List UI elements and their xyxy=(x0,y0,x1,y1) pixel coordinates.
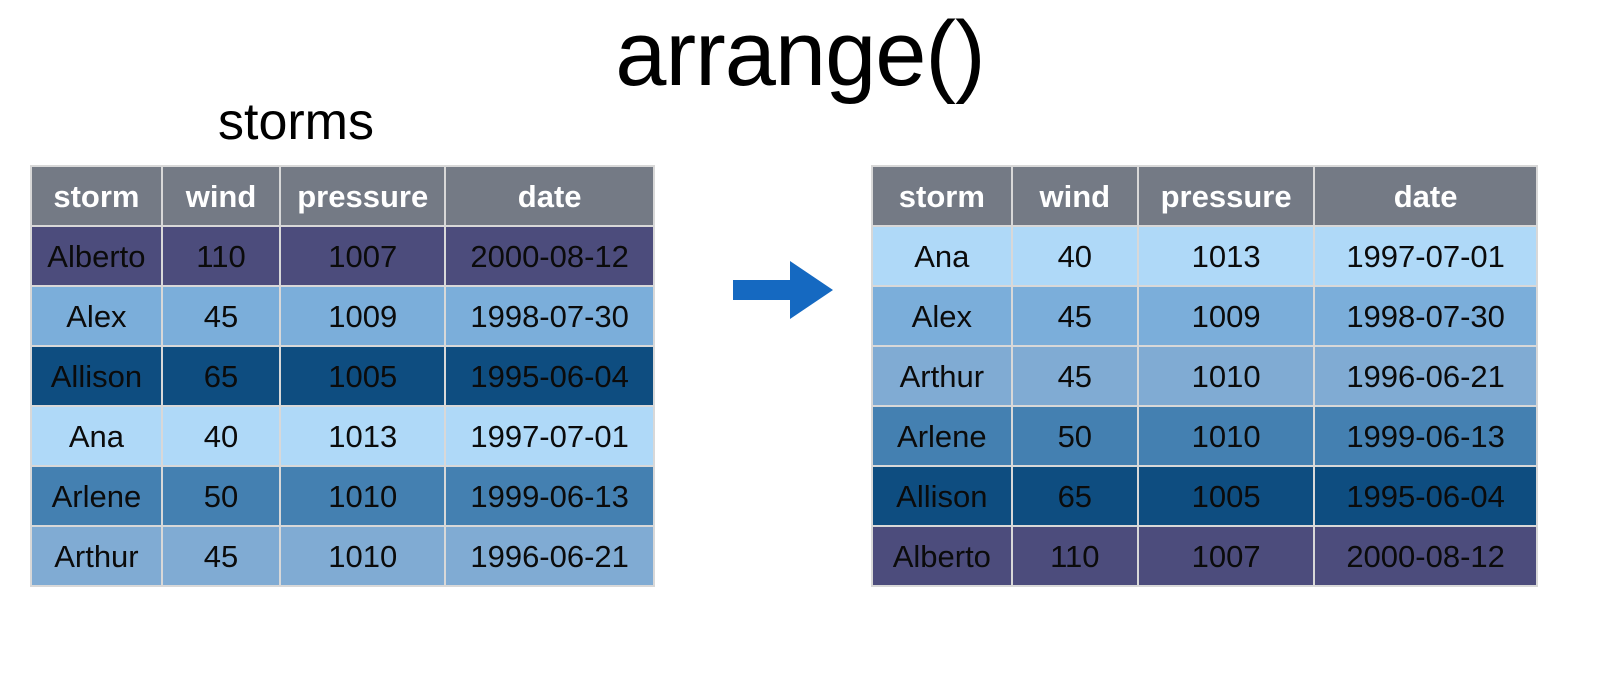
column-header-pressure: pressure xyxy=(279,165,447,227)
cell-wind: 50 xyxy=(1010,405,1139,467)
cell-wind: 110 xyxy=(160,225,282,287)
cell-pressure: 1005 xyxy=(1136,465,1316,527)
cell-pressure: 1013 xyxy=(1136,225,1316,287)
cell-storm: Ana xyxy=(871,225,1013,287)
cell-pressure: 1013 xyxy=(279,405,447,467)
cell-date: 1999-06-13 xyxy=(1313,405,1538,467)
cell-storm: Arthur xyxy=(30,525,163,587)
cell-date: 1997-07-01 xyxy=(444,405,655,467)
cell-pressure: 1010 xyxy=(1136,405,1316,467)
cell-pressure: 1005 xyxy=(279,345,447,407)
cell-date: 1995-06-04 xyxy=(1313,465,1538,527)
cell-storm: Arlene xyxy=(30,465,163,527)
cell-pressure: 1007 xyxy=(279,225,447,287)
cell-pressure: 1009 xyxy=(1136,285,1316,347)
cell-date: 1997-07-01 xyxy=(1313,225,1538,287)
cell-date: 1998-07-30 xyxy=(1313,285,1538,347)
cell-date: 2000-08-12 xyxy=(444,225,655,287)
cell-storm: Alex xyxy=(871,285,1013,347)
cell-wind: 45 xyxy=(160,525,282,587)
cell-storm: Allison xyxy=(30,345,163,407)
cell-storm: Allison xyxy=(871,465,1013,527)
column-header-date: date xyxy=(1313,165,1538,227)
cell-wind: 50 xyxy=(160,465,282,527)
cell-date: 1999-06-13 xyxy=(444,465,655,527)
cell-storm: Alberto xyxy=(30,225,163,287)
cell-storm: Alex xyxy=(30,285,163,347)
storms-table-label: storms xyxy=(218,93,374,151)
column-header-pressure: pressure xyxy=(1136,165,1316,227)
cell-wind: 110 xyxy=(1010,525,1139,587)
column-header-date: date xyxy=(444,165,655,227)
cell-wind: 40 xyxy=(160,405,282,467)
arrow-right-icon xyxy=(733,261,833,319)
cell-wind: 45 xyxy=(1010,285,1139,347)
cell-wind: 45 xyxy=(1010,345,1139,407)
cell-pressure: 1010 xyxy=(1136,345,1316,407)
column-header-wind: wind xyxy=(160,165,282,227)
cell-storm: Ana xyxy=(30,405,163,467)
cell-date: 1998-07-30 xyxy=(444,285,655,347)
cell-wind: 40 xyxy=(1010,225,1139,287)
cell-wind: 65 xyxy=(1010,465,1139,527)
cell-wind: 45 xyxy=(160,285,282,347)
column-header-storm: storm xyxy=(30,165,163,227)
cell-pressure: 1007 xyxy=(1136,525,1316,587)
column-header-wind: wind xyxy=(1010,165,1139,227)
cell-storm: Alberto xyxy=(871,525,1013,587)
cell-storm: Arthur xyxy=(871,345,1013,407)
page-title: arrange() xyxy=(615,3,985,105)
cell-pressure: 1009 xyxy=(279,285,447,347)
cell-date: 1996-06-21 xyxy=(444,525,655,587)
cell-pressure: 1010 xyxy=(279,465,447,527)
cell-date: 1995-06-04 xyxy=(444,345,655,407)
cell-date: 2000-08-12 xyxy=(1313,525,1538,587)
cell-date: 1996-06-21 xyxy=(1313,345,1538,407)
column-header-storm: storm xyxy=(871,165,1013,227)
cell-storm: Arlene xyxy=(871,405,1013,467)
cell-wind: 65 xyxy=(160,345,282,407)
cell-pressure: 1010 xyxy=(279,525,447,587)
